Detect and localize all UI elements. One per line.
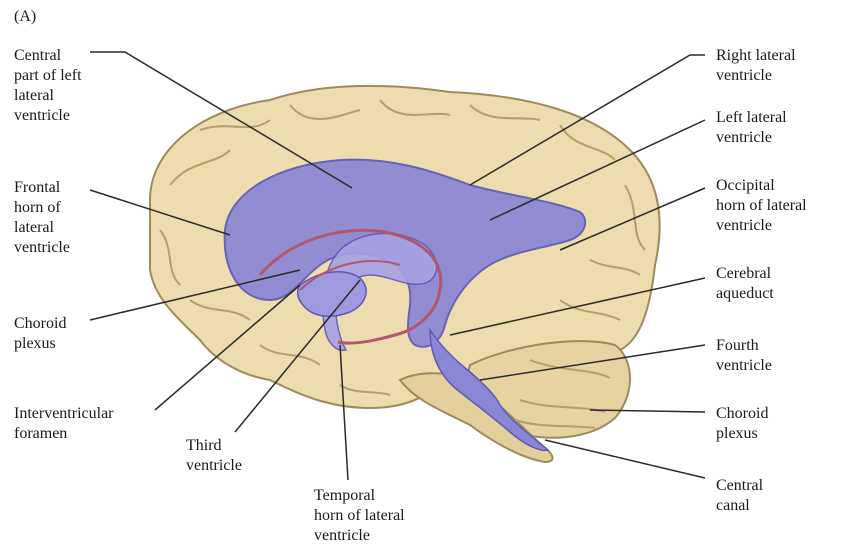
label-occipital-horn: Occipital horn of lateral ventricle	[716, 176, 807, 236]
label-cerebral-aqueduct: Cerebral aqueduct	[716, 264, 774, 304]
label-choroid-plexus-right: Choroid plexus	[716, 404, 768, 444]
label-left-lateral: Left lateral ventricle	[716, 108, 787, 148]
label-central-canal: Central canal	[716, 476, 763, 516]
label-central-part: Central part of left lateral ventricle	[14, 46, 82, 126]
label-frontal-horn: Frontal horn of lateral ventricle	[14, 178, 70, 258]
label-temporal-horn: Temporal horn of lateral ventricle	[314, 486, 405, 546]
label-interventricular-foramen: Interventricular foramen	[14, 404, 114, 444]
label-fourth-ventricle: Fourth ventricle	[716, 336, 772, 376]
label-third-ventricle: Third ventricle	[186, 436, 242, 476]
label-right-lateral: Right lateral ventricle	[716, 46, 796, 86]
label-choroid-plexus-left: Choroid plexus	[14, 314, 66, 354]
panel-label: (A)	[14, 8, 36, 26]
